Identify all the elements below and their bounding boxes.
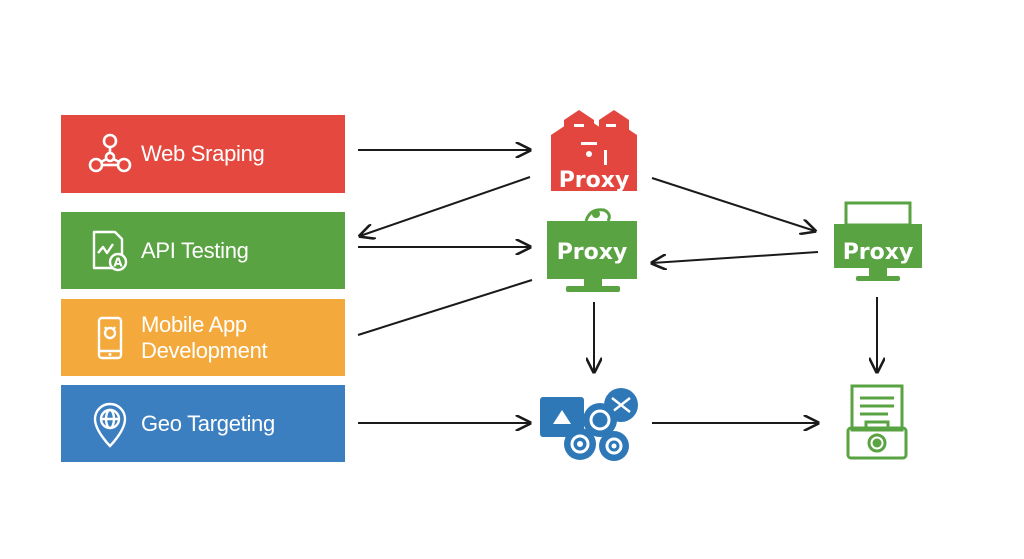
- arrow-proxy-to-api: [360, 176, 531, 236]
- use-case-web-scraping: Web Sraping: [61, 115, 345, 193]
- arrow-proxy-red-to-right: [651, 177, 815, 231]
- proxy-label: Proxy: [559, 168, 630, 193]
- svg-text:A: A: [113, 255, 123, 269]
- network-nodes-icon: [83, 127, 137, 181]
- document-check-icon: A: [83, 224, 137, 278]
- globe-pin-icon: [83, 397, 137, 451]
- arrow-right-to-center: [652, 251, 819, 263]
- use-case-geo-targeting: Geo Targeting: [61, 385, 345, 462]
- use-case-mobile-app: Mobile App Development: [61, 299, 345, 376]
- proxy-servers-icon: Proxy: [551, 110, 637, 193]
- use-case-label: API Testing: [141, 237, 249, 263]
- proxy-monitor-icon: Proxy: [834, 201, 922, 281]
- use-case-label: Web Sraping: [141, 141, 265, 166]
- smartphone-icon: [83, 311, 137, 365]
- proxy-label: Proxy: [557, 240, 628, 265]
- camera-gears-icon: [540, 388, 638, 461]
- line-mobile-to-proxy: [357, 279, 533, 336]
- proxy-label: Proxy: [843, 240, 914, 265]
- use-case-label: Geo Targeting: [141, 410, 275, 436]
- use-case-api-testing: A API Testing: [61, 212, 345, 289]
- use-case-label: Mobile App Development: [141, 311, 268, 363]
- proxy-monitor-icon: Proxy: [547, 208, 637, 292]
- report-camera-icon: [846, 384, 908, 460]
